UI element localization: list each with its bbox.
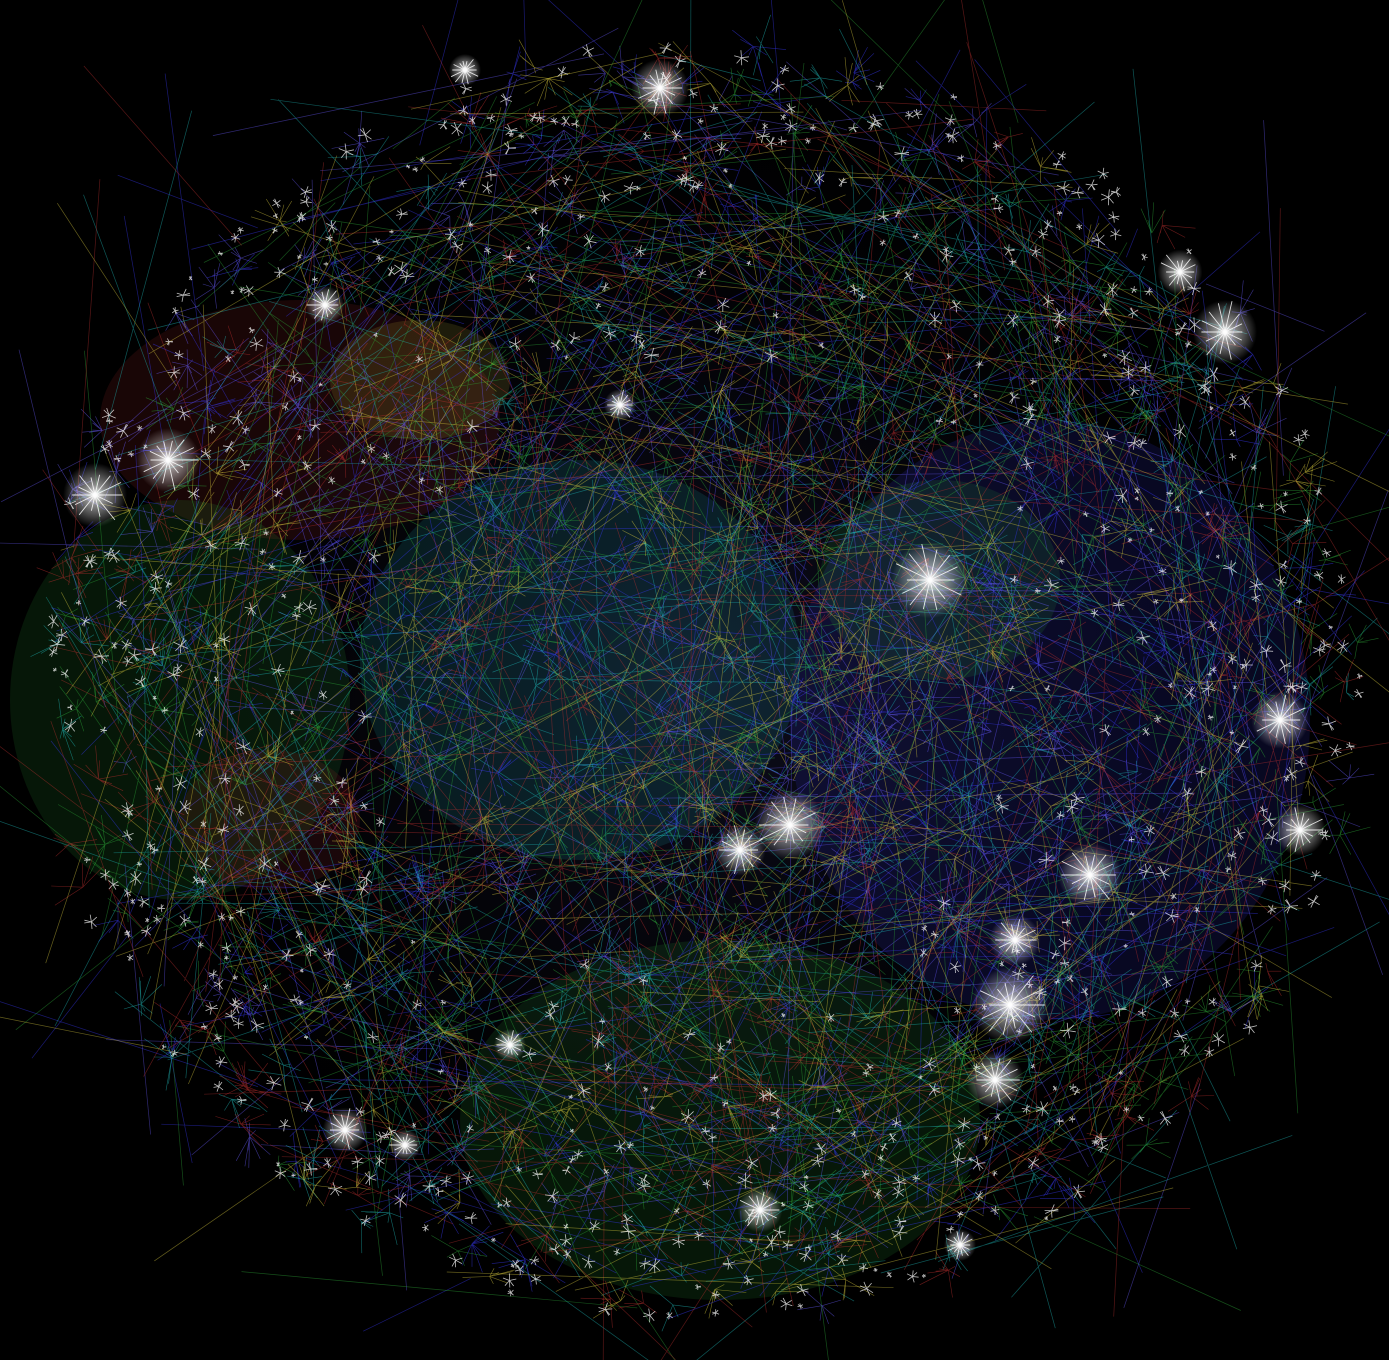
network-graph: [0, 0, 1389, 1360]
network-graph-visualization: [0, 0, 1389, 1360]
